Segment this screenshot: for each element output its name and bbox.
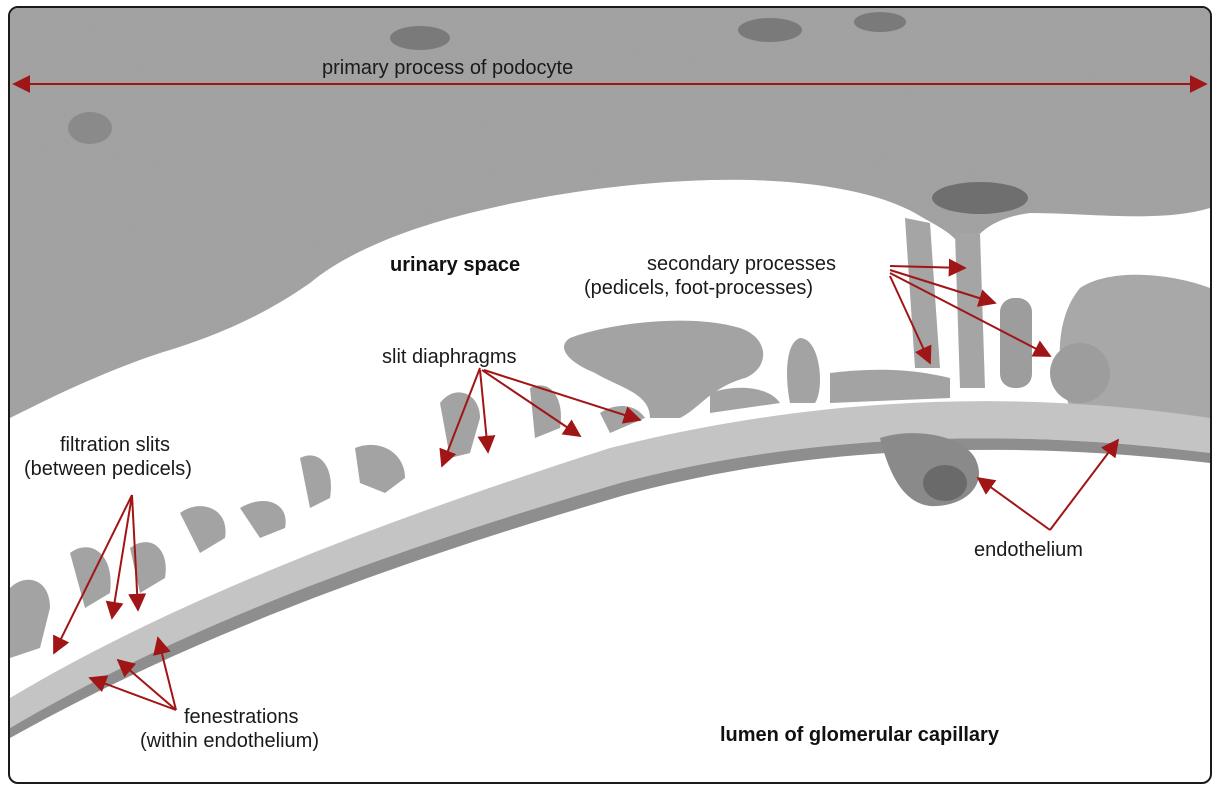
mitochondrion [854,12,906,32]
label-slit-diaphragms: slit diaphragms [382,346,517,368]
vesicle [68,112,112,144]
micrograph-diagram: primary process of podocyte urinary spac… [10,8,1210,752]
basement-membrane [10,401,1210,728]
label-filtration-slits-2: (between pedicels) [24,458,192,480]
endothelium-layer [10,438,1210,738]
mitochondrion [390,26,450,50]
annotation-arrows [12,75,1208,711]
foot-processes [10,274,1210,658]
label-primary-process: primary process of podocyte [322,57,573,79]
mitochondrion [738,18,802,42]
label-fenestrations-1: fenestrations [184,706,299,728]
endothelial-nucleus [923,465,967,501]
label-secondary-processes-2: (pedicels, foot-processes) [584,277,813,299]
secondary-process-stalks [905,218,985,388]
mitochondrion [932,182,1028,214]
label-fenestrations-2: (within endothelium) [140,730,319,752]
label-urinary-space: urinary space [390,254,520,276]
label-secondary-processes-1: secondary processes [647,253,836,275]
podocyte-cell-body [10,8,1210,418]
label-endothelium: endothelium [974,539,1083,561]
label-lumen: lumen of glomerular capillary [720,724,1000,746]
label-filtration-slits-1: filtration slits [60,434,170,456]
micrograph-frame: primary process of podocyte urinary spac… [8,6,1212,784]
